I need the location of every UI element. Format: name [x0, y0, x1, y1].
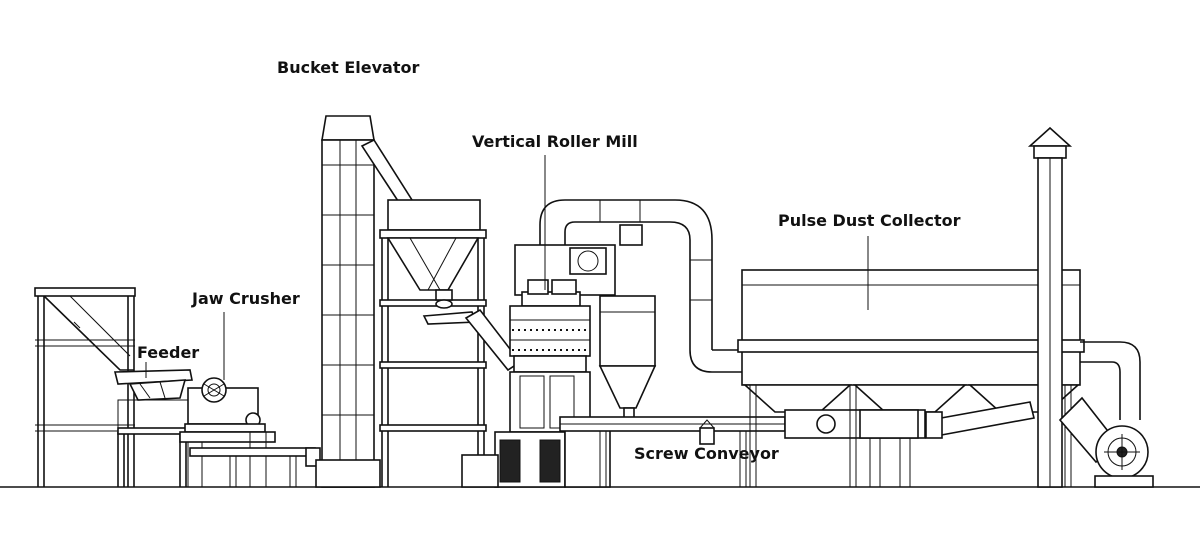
induced-draft-fan: [1058, 341, 1154, 488]
cyclone: [598, 295, 657, 423]
feeder-structure: [34, 287, 136, 487]
air-duct: [539, 199, 745, 373]
bucket-elevator: [315, 115, 414, 488]
label-jaw-crusher: Jaw Crusher: [191, 289, 300, 308]
screw-conveyor: [559, 416, 786, 487]
exhaust-stack: [1027, 126, 1073, 488]
vibrating-feeder: [113, 369, 193, 487]
label-pulse-dust-collector: Pulse Dust Collector: [778, 211, 961, 230]
label-bucket-elevator: Bucket Elevator: [277, 58, 419, 77]
label-feeder: Feeder: [137, 343, 199, 362]
belt-conveyor: [189, 447, 321, 487]
pulse-dust-collector: [737, 269, 1085, 487]
leader-lines: [145, 155, 869, 380]
label-screw-conveyor: Screw Conveyor: [634, 444, 779, 463]
storage-bin: [379, 199, 522, 487]
label-vertical-roller-mill: Vertical Roller Mill: [472, 132, 638, 151]
jaw-crusher: [179, 377, 276, 488]
